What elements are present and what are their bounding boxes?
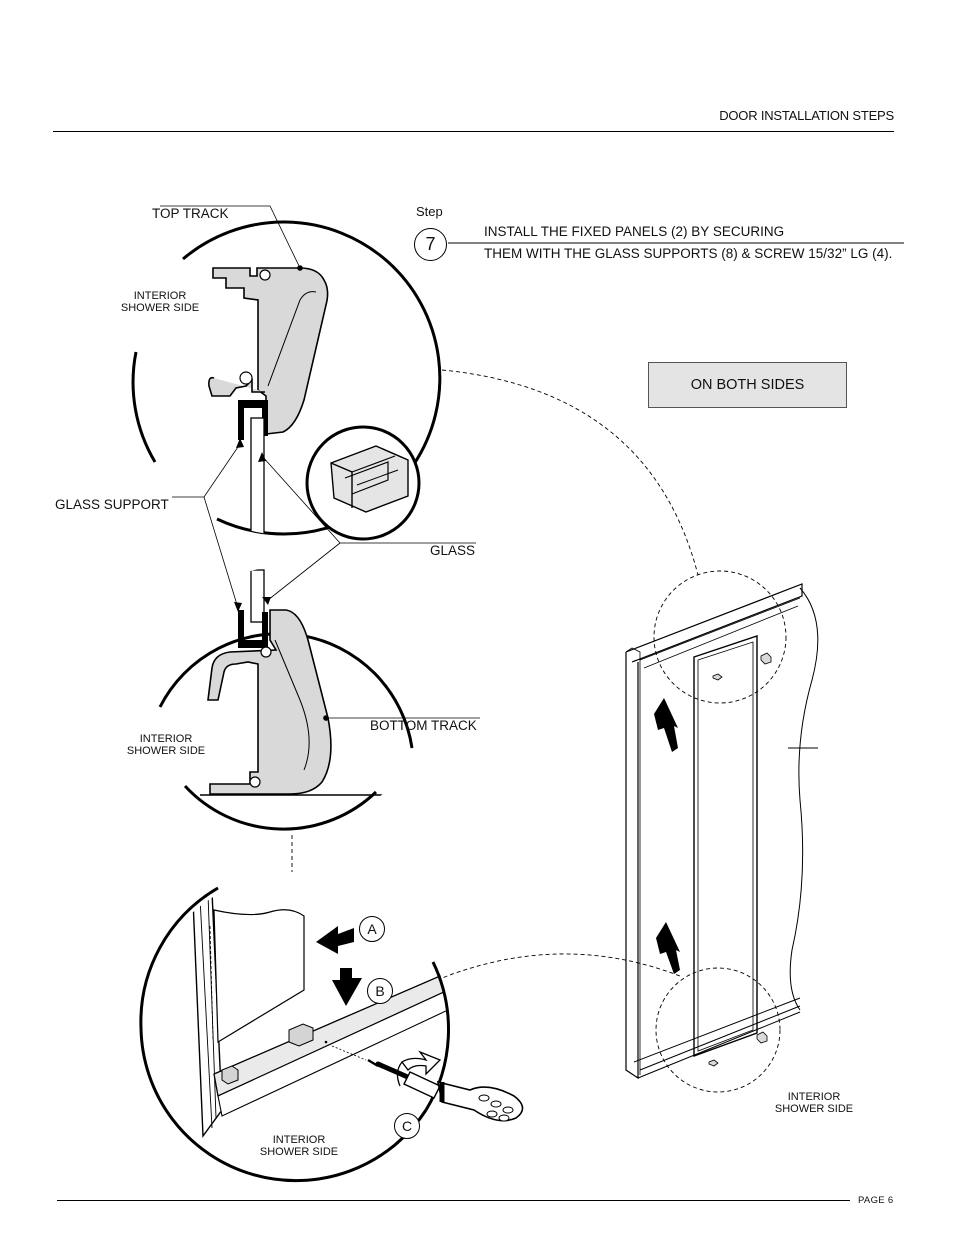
label-leaders xyxy=(172,443,476,609)
label-glass-support: GLASS SUPPORT xyxy=(55,497,169,512)
section-title: DOOR INSTALLATION STEPS xyxy=(719,108,894,123)
marker-a: A xyxy=(359,916,385,942)
label-bottom-track: BOTTOM TRACK xyxy=(370,718,477,733)
header-rule xyxy=(53,131,894,132)
on-both-sides-callout: ON BOTH SIDES xyxy=(648,362,847,408)
marker-c: C xyxy=(394,1113,420,1139)
label-glass: GLASS xyxy=(430,543,476,558)
footer-rule xyxy=(57,1200,850,1201)
dashed-connectors xyxy=(291,369,787,1093)
screwdriver-icon xyxy=(367,1050,524,1122)
marker-b: B xyxy=(367,978,393,1004)
arrow-icon xyxy=(654,698,680,974)
leader-arrowheads xyxy=(234,438,271,612)
glass-support-clip-icon xyxy=(305,425,421,541)
panel-view xyxy=(625,583,819,1080)
bottom-track-detail xyxy=(158,569,480,831)
step-word: Step xyxy=(416,204,443,219)
page-number: PAGE 6 xyxy=(858,1195,894,1206)
step-instruction-line2: THEM WITH THE GLASS SUPPORTS (8) & SCREW… xyxy=(484,246,893,261)
label-top-track: TOP TRACK xyxy=(152,206,229,221)
top-track-detail xyxy=(131,205,442,536)
step-number: 7 xyxy=(414,228,447,261)
step-instruction-line1: INSTALL THE FIXED PANELS (2) BY SECURING xyxy=(484,224,785,239)
